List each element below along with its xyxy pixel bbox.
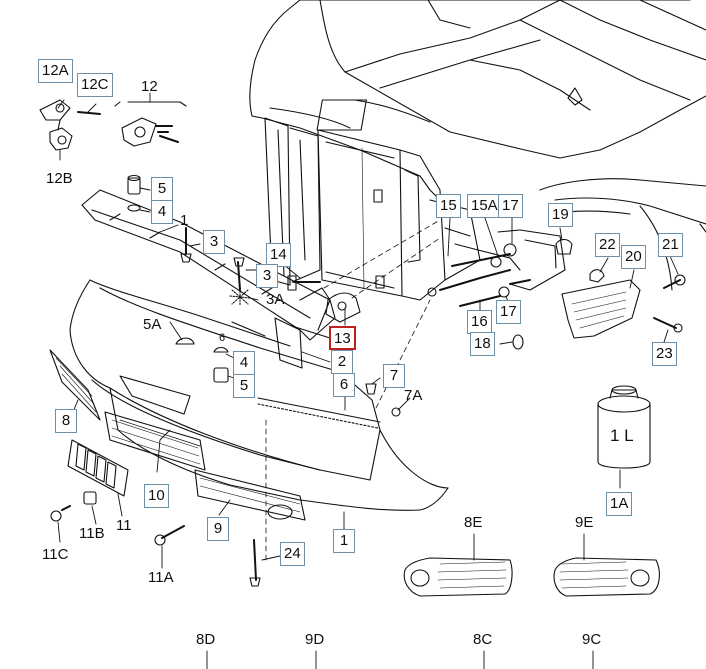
callout-24[interactable]: 24 — [280, 542, 305, 566]
callout-11a[interactable]: 11A — [148, 569, 174, 586]
callout-1-cover[interactable]: 1 — [333, 529, 355, 553]
callout-2[interactable]: 2 — [331, 350, 353, 374]
bumper-reinforcement — [81, 189, 336, 369]
callout-9[interactable]: 9 — [207, 517, 229, 541]
callout-8e[interactable]: 8E — [464, 514, 483, 531]
callout-4-lower[interactable]: 4 — [233, 351, 255, 375]
fastener-parts — [50, 174, 401, 587]
callout-1[interactable]: 1 — [180, 212, 189, 229]
callout-10[interactable]: 10 — [144, 484, 169, 508]
bumper-cover — [49, 279, 449, 521]
callout-9e[interactable]: 9E — [575, 514, 594, 531]
callout-5a[interactable]: 5A — [143, 316, 162, 333]
callout-12c[interactable]: 12C — [77, 73, 113, 97]
callout-19[interactable]: 19 — [548, 203, 573, 227]
callout-5[interactable]: 5 — [151, 177, 173, 201]
fluid-container — [597, 385, 651, 469]
callout-8d[interactable]: 8D — [196, 631, 216, 648]
callout-8c[interactable]: 8C — [473, 631, 493, 648]
callout-12b[interactable]: 12B — [46, 170, 73, 187]
callout-4[interactable]: 4 — [151, 200, 173, 224]
callout-9c[interactable]: 9C — [582, 631, 602, 648]
callout-15a[interactable]: 15A — [467, 194, 502, 218]
callout-1a[interactable]: 1A — [606, 492, 633, 516]
callout-11b[interactable]: 11B — [79, 525, 105, 542]
callout-16[interactable]: 16 — [467, 310, 492, 334]
leader-lines — [57, 92, 679, 669]
car-body-shell — [249, 0, 706, 301]
callout-3[interactable]: 3 — [203, 230, 225, 254]
callout-6-small[interactable]: 6 — [219, 332, 226, 344]
callout-7a[interactable]: 7A — [404, 387, 423, 404]
callout-12a[interactable]: 12A — [38, 59, 73, 83]
callout-11c[interactable]: 11C — [42, 546, 69, 563]
assembly-lines — [265, 219, 441, 561]
callout-5-lower[interactable]: 5 — [233, 374, 255, 398]
container-volume-label: 1 L — [610, 426, 634, 445]
callout-13[interactable]: 13 — [329, 326, 356, 350]
license-plate-holder — [67, 439, 129, 497]
callout-3a[interactable]: 3A — [266, 291, 285, 308]
callout-3-secondary[interactable]: 3 — [256, 264, 278, 288]
callout-15[interactable]: 15 — [436, 194, 461, 218]
callout-18[interactable]: 18 — [470, 332, 495, 356]
callout-21[interactable]: 21 — [658, 233, 683, 257]
callout-8[interactable]: 8 — [55, 409, 77, 433]
callout-7[interactable]: 7 — [383, 364, 405, 388]
callout-20[interactable]: 20 — [621, 245, 646, 269]
callout-23[interactable]: 23 — [652, 342, 677, 366]
callout-17-lower[interactable]: 17 — [496, 300, 521, 324]
fog-light-grilles — [403, 557, 660, 597]
callout-11[interactable]: 11 — [116, 517, 132, 534]
callout-14[interactable]: 14 — [266, 243, 291, 267]
callout-22[interactable]: 22 — [595, 233, 620, 257]
callout-12[interactable]: 12 — [141, 78, 158, 95]
callout-17[interactable]: 17 — [498, 194, 523, 218]
callout-6[interactable]: 6 — [333, 373, 355, 397]
clip-parts-12 — [39, 99, 187, 151]
callout-9d[interactable]: 9D — [305, 631, 325, 648]
